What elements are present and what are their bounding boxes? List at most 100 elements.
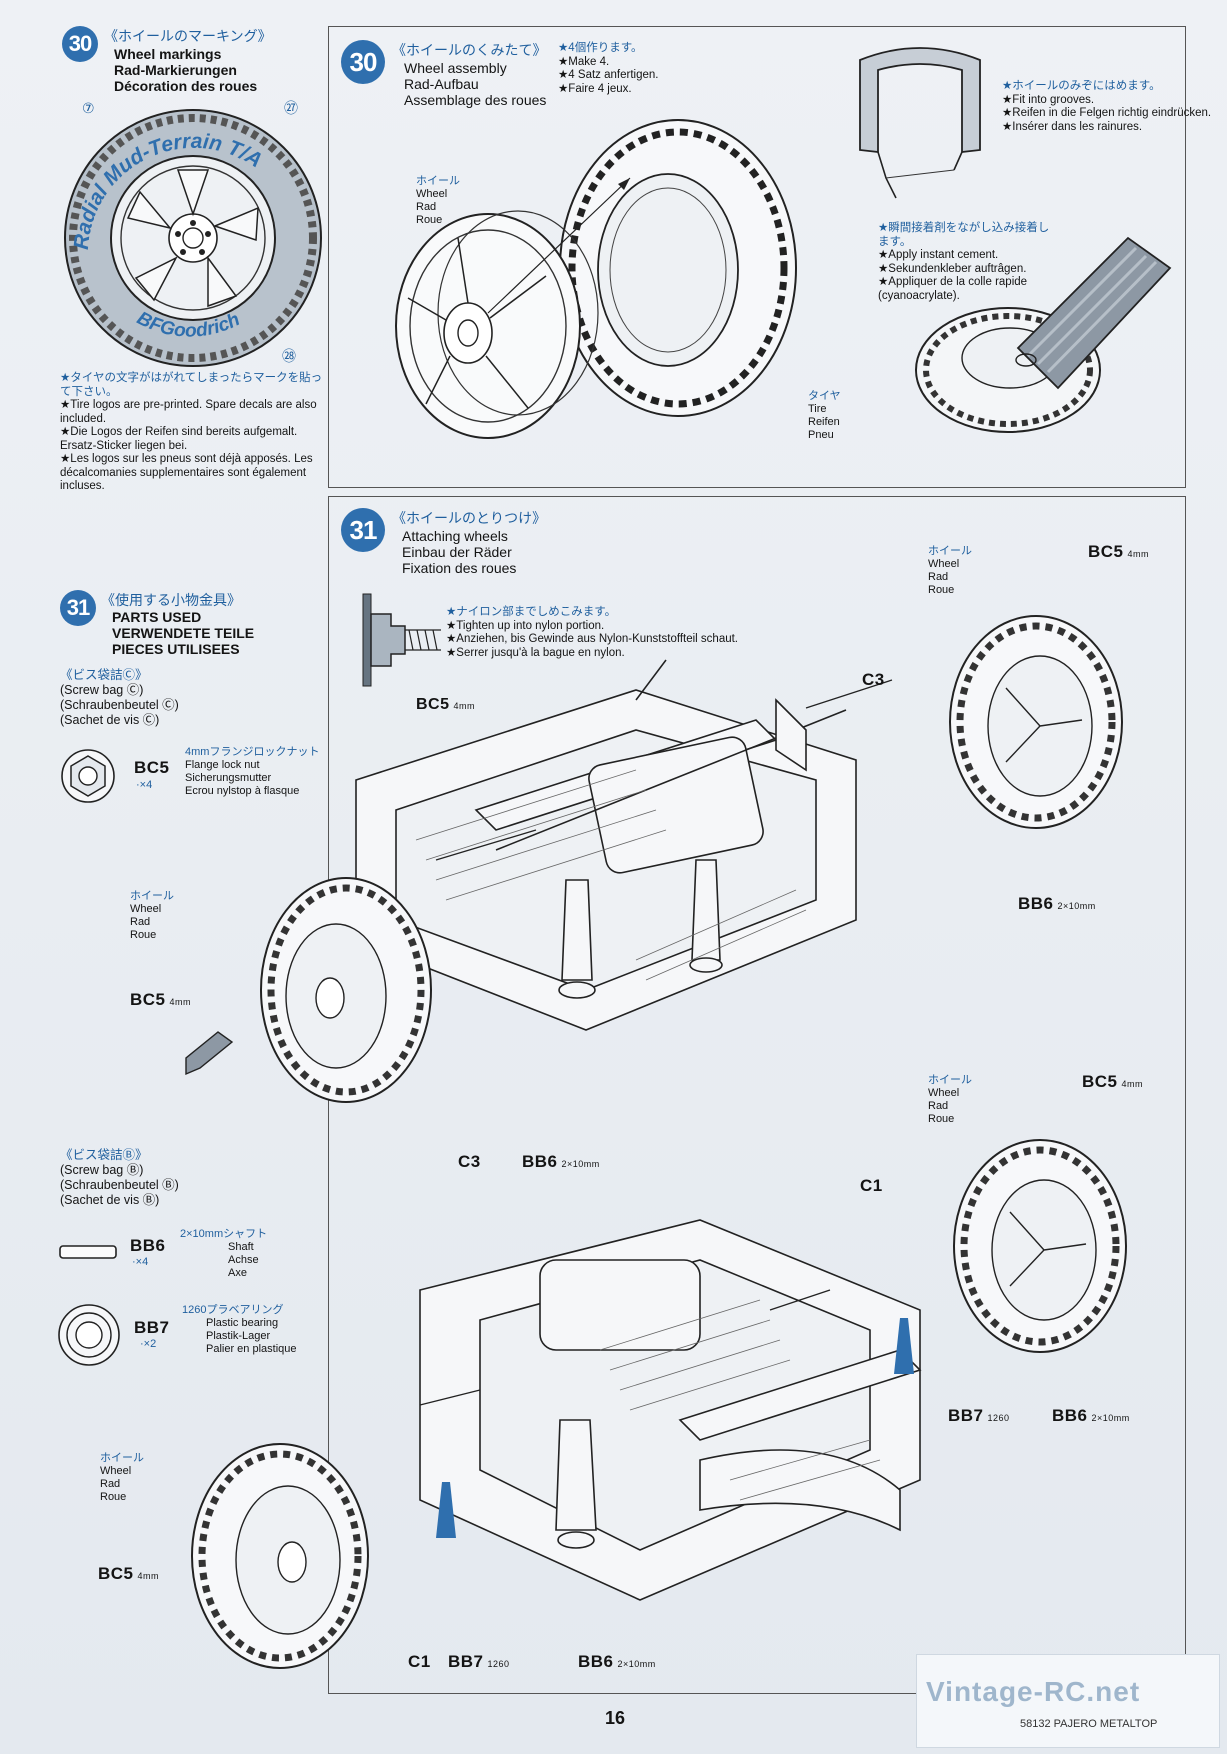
wheel-fr: Roue — [928, 1113, 955, 1125]
bc5-text: BC5 — [98, 1564, 134, 1583]
attach-title: Attaching wheels Einbau der Räder Fixati… — [402, 528, 516, 576]
step-30-assembly-frame — [328, 26, 1186, 488]
tire-label-30: タイヤ Tire Reifen Pneu — [808, 390, 841, 442]
wheel-label-lower-left: ホイール Wheel Rad Roue — [100, 1452, 144, 1504]
c3-upper-right: C3 — [862, 670, 885, 689]
step-30-assembly-title: Wheel assembly Rad-Aufbau Assemblage des… — [404, 60, 546, 108]
bc5-fr: Ecrou nylstop à flasque — [185, 785, 300, 797]
wheel-jp: ホイール — [416, 175, 460, 187]
cement-fr: ★Appliquer de la colle rapide (cyanoacry… — [878, 276, 1028, 302]
note-en: ★Tire logos are pre-printed. Spare decal… — [60, 399, 317, 425]
tire-de: Reifen — [808, 416, 840, 428]
tire-groove-section — [859, 47, 981, 199]
left-front-wheel — [191, 1443, 369, 1669]
parts-used-title: PARTS USED VERWENDETE TEILE PIECES UTILI… — [112, 609, 254, 657]
cement-en: ★Apply instant cement. — [878, 249, 999, 261]
kit-label: 58132 PAJERO METALTOP — [1020, 1718, 1158, 1730]
wheel-de: Rad — [928, 571, 949, 583]
wheel-label-lower-right: ホイール Wheel Rad Roue — [928, 1074, 972, 1126]
make-4-note: ★4個作ります。 ★Make 4. ★4 Satz anfertigen. ★F… — [558, 42, 658, 96]
wheel-en: Wheel — [928, 558, 960, 570]
make-fr: ★Faire 4 jeux. — [558, 82, 632, 95]
step-30-badge: 30 — [62, 26, 98, 62]
glue-nozzle-icon-left — [436, 1482, 456, 1538]
title-fr: Fixation des roues — [402, 560, 517, 576]
bb7-qty: ·×2 — [140, 1338, 157, 1350]
bc5-description: 4mmフランジロックナット Flange lock nut Sicherungs… — [185, 746, 319, 798]
bb6-jp: 2×10mmシャフト — [180, 1228, 268, 1240]
grooves-note: ★ホイールのみぞにはめます。 ★Fit into grooves. ★Reife… — [1002, 80, 1211, 134]
size-4mm: 4mm — [1121, 1079, 1144, 1089]
note-de: ★Die Logos der Reifen sind bereits aufge… — [60, 426, 298, 452]
wheel-fr: Roue — [100, 1491, 127, 1503]
cement-de: ★Sekundenkleber auftrâgen. — [878, 262, 1027, 275]
right-front-wheel — [953, 1139, 1127, 1353]
flange-lock-nut-icon — [61, 749, 115, 803]
note-jp: ★タイヤの文字がはがれてしまったらマークを貼って下さい。 — [60, 372, 323, 398]
title-en: PARTS USED — [112, 609, 202, 625]
title-fr: Décoration des roues — [114, 78, 258, 94]
step-30-assembly-jp-title: 《ホイールのくみたて》 — [392, 42, 547, 58]
c3-upper-left: C3 — [458, 1152, 481, 1171]
bc5-jp: 4mmフランジロックナット — [185, 746, 320, 758]
watermark-text: Vintage-RC.net — [926, 1676, 1141, 1707]
size-2x10: 2×10mm — [561, 1159, 600, 1169]
nylon-note: ★ナイロン部までしめこみます。 ★Tighten up into nylon p… — [446, 606, 738, 660]
bb7-text: BB7 — [448, 1652, 484, 1671]
nylon-en: ★Tighten up into nylon portion. — [446, 619, 605, 632]
title-en: Wheel markings — [114, 46, 222, 62]
size-4mm: 4mm — [169, 997, 192, 1007]
title-de: VERWENDETE TEILE — [112, 625, 255, 641]
wheel-en: Wheel — [100, 1465, 132, 1477]
make-de: ★4 Satz anfertigen. — [558, 69, 659, 81]
wheel-de: Rad — [416, 201, 437, 213]
wheel-jp: ホイール — [928, 545, 972, 557]
wheel-en: Wheel — [928, 1087, 960, 1099]
wheel-fr: Roue — [130, 929, 157, 941]
bb6-text: BB6 — [522, 1152, 558, 1171]
wheel-en: Wheel — [130, 903, 162, 915]
bb6-code: BB6 — [130, 1236, 166, 1255]
wheel-label-upper-left: ホイール Wheel Rad Roue — [130, 890, 174, 942]
wheel-fr: Roue — [928, 584, 955, 596]
cement-jp: ★瞬間接着剤をながし込み接着します。 — [878, 222, 1050, 248]
bag-c-fr: (Sachet de vis Ⓒ) — [60, 713, 160, 727]
title-fr: PIECES UTILISEES — [112, 641, 240, 657]
bag-b-jp: 《ビス袋詰Ⓑ》 — [60, 1148, 148, 1162]
left-rear-wheel — [260, 877, 432, 1103]
marked-tire-illustration: Radial Mud-Terrain T/A BFGoodrich — [64, 109, 322, 367]
title-de: Rad-Markierungen — [114, 62, 237, 78]
wheel-assembly-illustration — [395, 119, 797, 439]
size-4mm: 4mm — [1127, 549, 1150, 559]
bag-b-de: (Schraubenbeutel Ⓑ) — [60, 1178, 179, 1192]
title-fr: Assemblage des roues — [404, 92, 547, 108]
attach-jp-title: 《ホイールのとりつけ》 — [392, 510, 547, 526]
decal-7-label: ⑦ — [82, 100, 95, 116]
bc5-text: BC5 — [1082, 1072, 1118, 1091]
wheel-label-upper-right: ホイール Wheel Rad Roue — [928, 545, 972, 597]
make-en: ★Make 4. — [558, 55, 610, 68]
size-2x10: 2×10mm — [617, 1659, 656, 1669]
right-rear-wheel — [949, 615, 1123, 829]
c1-lower-left: C1 — [408, 1652, 431, 1671]
front-axle-chassis-illustration — [419, 1219, 922, 1601]
grooves-jp: ★ホイールのみぞにはめます。 — [1002, 80, 1161, 92]
screw-bag-c: 《ビス袋詰Ⓒ》 (Screw bag Ⓒ) (Schraubenbeutel Ⓒ… — [60, 668, 179, 728]
glue-nozzle-icon — [894, 1318, 914, 1374]
bc5-en: Flange lock nut — [185, 759, 260, 771]
step-30-markings-jp-title: 《ホイールのマーキング》 — [104, 28, 272, 44]
markings-notes: ★タイヤの文字がはがれてしまったらマークを貼って下さい。 ★Tire logos… — [60, 372, 330, 494]
size-4mm: 4mm — [453, 701, 476, 711]
title-de: Einbau der Räder — [402, 544, 512, 560]
plastic-bearing-icon — [58, 1304, 120, 1366]
step-30-assembly-badge: 30 — [341, 40, 385, 84]
tire-jp: タイヤ — [808, 390, 841, 402]
bb7-description: 1260プラベアリング Plastic bearing Plastik-Lage… — [182, 1304, 297, 1356]
parts-used-jp-title: 《使用する小物金具》 — [101, 592, 241, 608]
bag-c-de: (Schraubenbeutel Ⓒ) — [60, 698, 179, 712]
nylon-fr: ★Serrer jusqu'à la bague en nylon. — [446, 646, 625, 659]
